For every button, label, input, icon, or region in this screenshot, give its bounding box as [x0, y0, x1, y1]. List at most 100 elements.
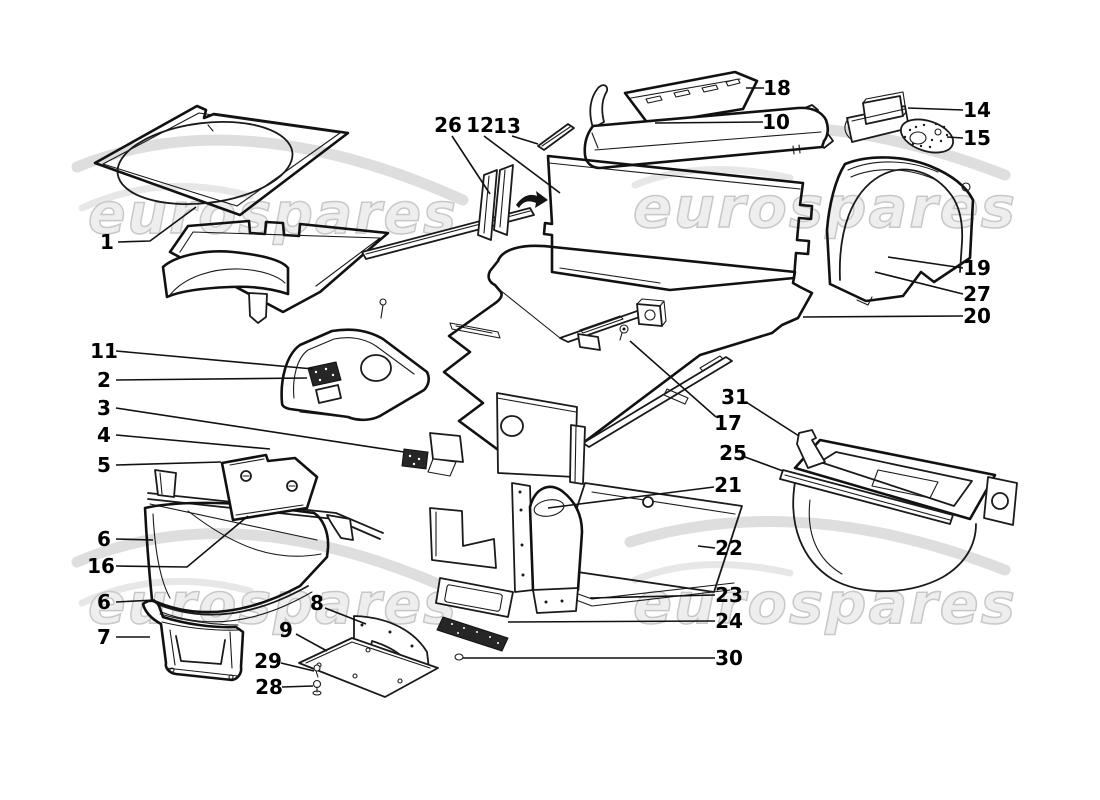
part-14-bracket — [844, 91, 910, 143]
part-25-31-rear-tray — [779, 429, 1018, 593]
callout-label-19: 19 — [963, 256, 991, 280]
watermark-text: eurospares — [633, 572, 1017, 637]
callout-label-25: 25 — [719, 441, 747, 465]
part-15-grommet — [900, 118, 954, 154]
tray-end-plate — [983, 476, 1018, 526]
support-post — [569, 424, 586, 485]
callout-label-9: 9 — [279, 618, 293, 642]
watermark-text: eurospares — [88, 182, 458, 247]
callout-leader-24 — [507, 620, 716, 623]
part-24-sill-strip — [436, 616, 509, 652]
part-31-bracket — [796, 429, 826, 469]
callout-label-12: 12 — [466, 113, 494, 137]
part-9-floor-plate — [298, 637, 439, 698]
callout-label-8: 8 — [310, 591, 324, 615]
part-12-rear-bulkhead-panel — [542, 154, 814, 292]
callout-leader-31 — [745, 401, 800, 437]
part-5-cover-plate — [220, 453, 319, 522]
callout-leader-11 — [115, 350, 314, 370]
callout-leader-19 — [887, 256, 964, 269]
part-13-strip — [537, 123, 575, 151]
callout-leader-6 — [115, 599, 156, 603]
callout-leader-5 — [115, 461, 222, 466]
switch-plate-11 — [307, 361, 342, 387]
callout-leader-14 — [907, 107, 964, 111]
callout-label-4: 4 — [97, 423, 111, 447]
callout-leader-27 — [874, 271, 964, 295]
callout-label-3: 3 — [97, 396, 111, 420]
part-1-dome-cover — [161, 250, 290, 299]
callout-leader-28 — [281, 685, 314, 688]
callout-leader-20 — [802, 315, 964, 318]
callout-leader-16 — [115, 515, 249, 568]
callout-leader-2 — [115, 377, 308, 381]
callout-leader-29 — [280, 662, 315, 672]
swoosh-top-right-accent — [631, 166, 794, 189]
callout-leader-17 — [629, 340, 717, 418]
callout-label-21: 21 — [714, 473, 742, 497]
callout-label-31: 31 — [721, 385, 749, 409]
callout-label-14: 14 — [963, 98, 991, 122]
footwell-boxes — [401, 432, 497, 569]
callout-leader-1 — [117, 206, 197, 243]
callout-leader-13 — [511, 135, 539, 145]
callout-label-23: 23 — [715, 583, 743, 607]
swoosh-bottom-right-accent — [631, 561, 794, 584]
callout-leader-8 — [324, 607, 367, 625]
hole-plate-and-sill — [435, 577, 514, 661]
console-panel — [280, 328, 430, 422]
callout-leader-15 — [946, 136, 964, 139]
callout-leader-22 — [697, 545, 716, 549]
part-3-insulation-pad — [401, 448, 429, 470]
callout-leader-21 — [547, 486, 715, 509]
callout-label-5: 5 — [97, 453, 111, 477]
callout-label-28: 28 — [255, 675, 283, 699]
watermark-text: eurospares — [633, 176, 1017, 241]
callout-label-26: 26 — [434, 113, 462, 137]
callout-leader-26 — [451, 135, 491, 195]
rear-dome — [792, 481, 977, 593]
part-21-front-arch — [511, 424, 586, 614]
swoosh-bottom-right — [624, 516, 1011, 576]
callout-label-7: 7 — [97, 625, 111, 649]
part-7-duct — [141, 599, 245, 682]
fasteners-28-29 — [312, 664, 322, 696]
callout-label-6: 6 — [97, 590, 111, 614]
callout-label-20: 20 — [963, 304, 991, 328]
callout-label-30: 30 — [715, 646, 743, 670]
insert-arrow-icon — [516, 191, 548, 208]
callout-label-13: 13 — [493, 114, 521, 138]
callout-leader-12 — [483, 135, 561, 194]
callout-label-22: 22 — [715, 536, 743, 560]
bolt-30 — [454, 653, 464, 661]
callout-leader-6 — [115, 538, 154, 541]
callout-label-11: 11 — [90, 339, 118, 363]
callout-leader-23 — [589, 594, 716, 599]
part-1-insulation-panels — [93, 104, 390, 324]
callout-label-24: 24 — [715, 609, 743, 633]
callout-label-15: 15 — [963, 126, 991, 150]
callout-label-2: 2 — [97, 368, 111, 392]
part-6-wheelhouse-dome — [143, 501, 330, 623]
callout-leader-10 — [654, 121, 764, 124]
callout-leader-3 — [115, 407, 405, 453]
callout-label-1: 1 — [100, 230, 114, 254]
part-19-wheel-arch — [825, 156, 975, 306]
callout-label-27: 27 — [963, 282, 991, 306]
callout-label-18: 18 — [763, 76, 791, 100]
front-frame-rails — [147, 469, 384, 541]
callout-label-10: 10 — [762, 110, 790, 134]
callout-label-16: 16 — [87, 554, 115, 578]
hook-bracket-left — [589, 84, 609, 129]
part-26-strips — [477, 164, 548, 241]
mount-block — [636, 303, 663, 327]
callout-label-17: 17 — [714, 411, 742, 435]
switch-plate-2 — [315, 384, 342, 404]
swoosh-bottom-left — [71, 528, 469, 601]
part-10-shelf — [583, 106, 830, 170]
callout-leader-25 — [744, 456, 784, 472]
callout-label-29: 29 — [254, 649, 282, 673]
